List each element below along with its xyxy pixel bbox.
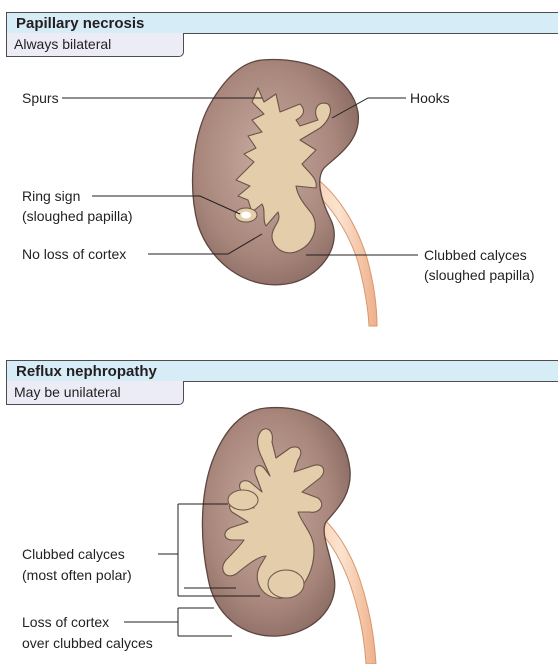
label-ring-sign: Ring sign	[22, 186, 80, 206]
label-clubbed-calyces-polar-detail: (most often polar)	[22, 565, 132, 585]
label-loss-of-cortex: Loss of cortex	[22, 612, 109, 632]
label-clubbed-calyces-polar: Clubbed calyces	[22, 544, 125, 564]
label-spurs: Spurs	[22, 88, 59, 108]
label-loss-of-cortex-detail: over clubbed calyces	[22, 633, 153, 653]
label-no-loss-cortex: No loss of cortex	[22, 244, 126, 264]
ring-sign-hole	[241, 212, 251, 219]
panel-header-reflux-nephropathy: Reflux nephropathy	[6, 360, 558, 382]
label-clubbed-calyces: Clubbed calyces	[424, 245, 527, 265]
label-hooks: Hooks	[410, 88, 450, 108]
kidney-papillary-necrosis	[193, 60, 377, 326]
label-clubbed-calyces-detail: (sloughed papilla)	[424, 265, 535, 285]
clubbed-calyx-lower	[268, 570, 304, 598]
label-ring-sign-detail: (sloughed papilla)	[22, 206, 133, 226]
panel-subtitle: May be unilateral	[14, 384, 121, 401]
panel-subheader-reflux-nephropathy: May be unilateral	[6, 381, 184, 405]
kidney-reflux-nephropathy	[202, 408, 376, 664]
clubbed-calyx-upper	[228, 490, 258, 510]
panel-title: Reflux nephropathy	[16, 363, 157, 380]
